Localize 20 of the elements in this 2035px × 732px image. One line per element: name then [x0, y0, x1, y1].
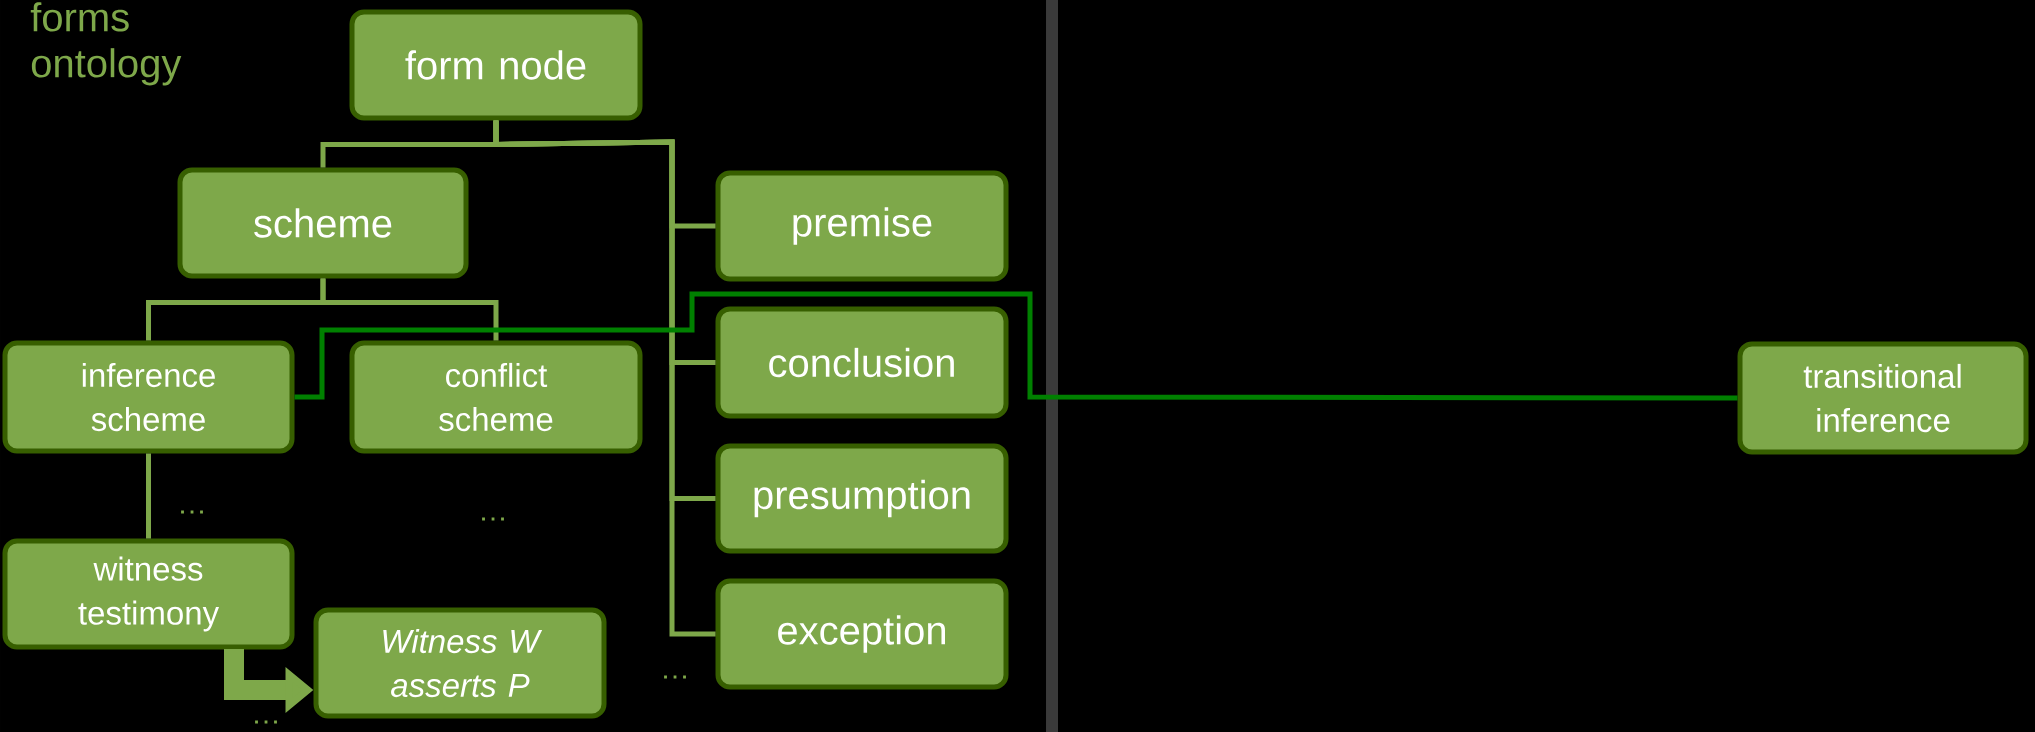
- ellipsis-mark: …: [664, 675, 686, 679]
- connector-line: [146, 453, 151, 539]
- category-box: scheme: [177, 167, 469, 279]
- category-box: conclusion: [715, 306, 1009, 419]
- connector-line: [320, 278, 499, 341]
- category-box: witness testimony: [2, 538, 295, 650]
- category-box: conflict scheme: [349, 340, 643, 454]
- connector-line: [493, 120, 716, 637]
- connector-line: [294, 291, 1738, 401]
- category-box: transitional inference: [1737, 341, 2029, 455]
- category-box: form node: [349, 9, 643, 121]
- category-box: Witness W asserts P: [313, 607, 607, 719]
- category-box: presumption: [715, 443, 1009, 554]
- ellipsis-mark: …: [482, 517, 504, 521]
- ellipsis-mark: …: [181, 510, 203, 514]
- category-box: inference scheme: [2, 340, 295, 454]
- category-box: premise: [715, 170, 1009, 282]
- ellipsis-mark: …: [255, 720, 277, 724]
- heading-text: forms ontology: [30, 2, 182, 86]
- category-box: exception: [715, 578, 1009, 690]
